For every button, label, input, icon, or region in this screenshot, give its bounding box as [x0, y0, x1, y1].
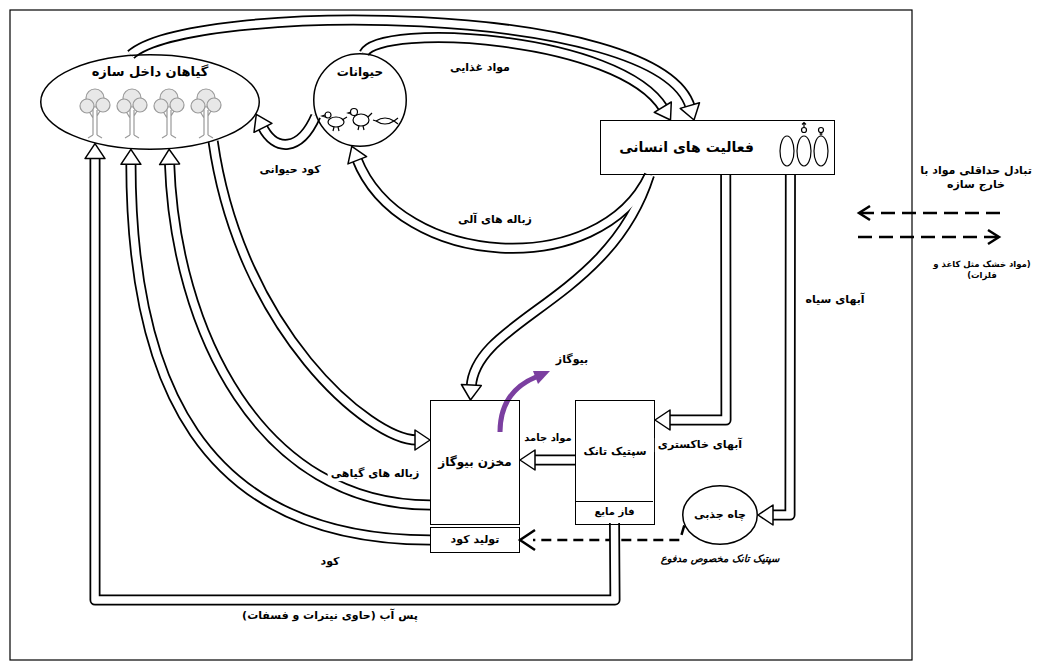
tank-cell: فاز مایع: [576, 501, 653, 523]
note-label: (مواد خشک مثل کاغذ و فلزات): [918, 259, 1046, 280]
edge-label: آبهای خاکستری: [655, 438, 745, 452]
biogas-arrow: [500, 377, 536, 432]
node-caption: سپتیک تانک مخصوص مدفوع: [661, 553, 780, 566]
edge-label: زباله های آلی: [455, 213, 535, 227]
connector-layer: [95, 20, 790, 600]
connector-layer: [85, 102, 773, 550]
edge-label: کود حیوانی: [256, 163, 323, 177]
edge-label: آبهای سیاه: [802, 293, 867, 307]
arrowhead: [655, 410, 670, 430]
arrowhead: [160, 149, 180, 164]
exchange-arrows: [858, 206, 1000, 244]
arrowhead: [758, 505, 773, 525]
bird-icons: [322, 109, 398, 132]
hollow-connector-core: [471, 175, 649, 387]
node-text: سپتیک تانک: [583, 445, 646, 459]
reservoir-box: مخزن بیوگاز: [430, 400, 520, 525]
hollow-connector: [364, 38, 664, 109]
hollow-connector: [131, 162, 430, 540]
note-label: تبادل حداقلی مواد با خارج سازه: [917, 164, 1035, 192]
hollow-connector: [95, 157, 615, 600]
arrowhead: [121, 149, 141, 164]
hollow-connector: [668, 175, 726, 420]
hollow-connector: [357, 158, 650, 248]
node-text: فعالیت های انسانی: [619, 139, 754, 157]
process-box: تولید کود: [430, 527, 520, 553]
activity-box: فعالیت های انسانی: [600, 120, 835, 175]
outline-shape: [683, 486, 758, 545]
node-text: گیاهان داخل سازه: [92, 64, 209, 80]
hollow-connector-core: [95, 157, 615, 600]
hollow-connector-core: [131, 162, 430, 540]
well-circle: چاه جذبیسپتیک تانک مخصوص مدفوع: [682, 485, 758, 545]
tree-icons: [80, 89, 221, 138]
animals-circle: حیوانات: [313, 53, 407, 147]
biogas-arrowhead: [533, 371, 550, 384]
outline-shape: [314, 54, 407, 147]
outline-shape: [41, 55, 260, 150]
arrowhead: [461, 385, 481, 401]
hollow-connector-core: [533, 456, 575, 464]
dashed-connector: [533, 525, 684, 540]
hollow-connector-core: [213, 141, 417, 440]
edge-label: زباله های گیاهی: [328, 467, 423, 481]
frame: [10, 10, 912, 660]
hollow-connector-core: [771, 175, 790, 515]
node-text: حیوانات: [337, 65, 383, 80]
arrowhead: [680, 103, 699, 120]
arrowhead: [520, 530, 535, 550]
plants-ellipse: گیاهان داخل سازه: [40, 54, 260, 150]
arrowhead: [520, 450, 535, 470]
human-icons: [780, 123, 828, 167]
tank-box: سپتیک تانک فاز مایع: [575, 400, 655, 525]
hollow-connector-core: [364, 38, 664, 109]
arrowhead: [415, 430, 430, 450]
hollow-connector-core: [262, 116, 316, 144]
arrowhead: [85, 144, 105, 159]
arrowhead: [348, 146, 367, 164]
arrowhead: [654, 102, 671, 120]
hollow-connector-core: [357, 158, 650, 248]
connector-layer: [95, 20, 790, 600]
node-text: تولید کود: [451, 533, 500, 547]
node-text: فاز مایع: [594, 506, 634, 519]
edge-label: مواد غذایی: [447, 61, 513, 75]
hollow-connector: [262, 116, 316, 144]
output-label: بیوگاز: [554, 353, 590, 367]
node-text: چاه جذبی: [694, 508, 746, 522]
hollow-connector-core: [668, 175, 726, 420]
edge-label: مواد جامد: [521, 432, 574, 445]
hollow-connector: [533, 455, 575, 466]
arrowhead: [254, 114, 272, 132]
hollow-connector: [771, 175, 790, 515]
edge-label: پس آب (حاوی نیترات و فسفات): [239, 609, 421, 623]
edge-label: کود: [318, 555, 343, 569]
node-text: مخزن بیوگاز: [438, 455, 511, 470]
